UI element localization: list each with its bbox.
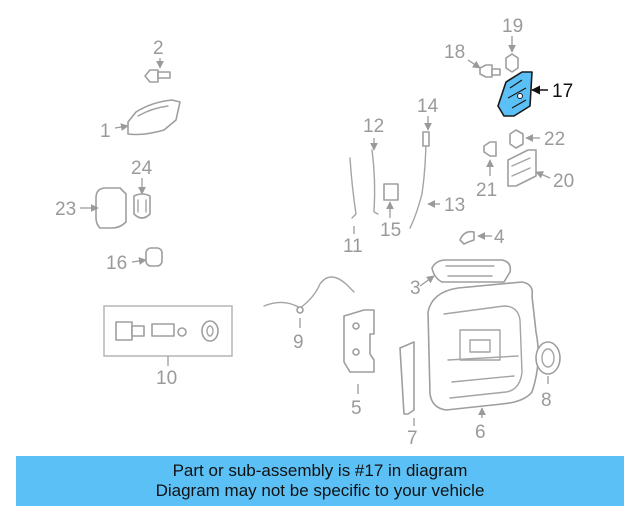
callout-24: 24 bbox=[131, 158, 153, 179]
callout-11: 11 bbox=[343, 236, 363, 257]
part-23-cover bbox=[80, 187, 127, 229]
part-6-door-module bbox=[427, 281, 540, 418]
part-4-clip bbox=[459, 230, 492, 245]
callout-10: 10 bbox=[156, 368, 177, 389]
part-21-bolt bbox=[483, 141, 497, 176]
caption-line-1: Part or sub-assembly is #17 in diagram bbox=[172, 461, 468, 480]
callout-17-highlighted: 17 bbox=[552, 81, 573, 102]
part-1-handle bbox=[114, 99, 181, 136]
part-22-nut bbox=[509, 129, 540, 149]
callout-15: 15 bbox=[380, 220, 401, 241]
part-12-rod bbox=[370, 138, 379, 215]
callout-7: 7 bbox=[407, 428, 418, 449]
part-8-grommet bbox=[535, 341, 561, 384]
part-2-screw bbox=[144, 58, 171, 83]
callout-8: 8 bbox=[541, 390, 552, 411]
part-10-lock-cylinder-kit bbox=[103, 305, 233, 366]
callout-4: 4 bbox=[494, 227, 505, 248]
part-5-latch bbox=[343, 309, 375, 394]
callout-2: 2 bbox=[153, 38, 164, 59]
callout-18: 18 bbox=[444, 42, 465, 63]
part-20-hinge bbox=[507, 149, 551, 187]
part-3-inside-handle bbox=[419, 259, 512, 287]
callout-21: 21 bbox=[476, 180, 497, 201]
part-7-channel bbox=[399, 341, 415, 426]
caption-line-2: Diagram may not be specific to your vehi… bbox=[155, 481, 485, 500]
part-16-grommet bbox=[131, 247, 163, 267]
caption-banner: Part or sub-assembly is #17 in diagram D… bbox=[16, 456, 624, 506]
callout-22: 22 bbox=[544, 129, 565, 150]
callout-5: 5 bbox=[351, 398, 362, 419]
callout-19: 19 bbox=[502, 16, 523, 37]
part-24-clip bbox=[133, 178, 151, 219]
part-15-clip bbox=[383, 183, 399, 218]
part-19-nut bbox=[505, 36, 519, 73]
callout-13: 13 bbox=[444, 195, 465, 216]
callout-1: 1 bbox=[100, 121, 111, 142]
part-9-cable bbox=[263, 276, 355, 328]
callout-9: 9 bbox=[293, 332, 304, 353]
part-18-bolt bbox=[467, 59, 501, 78]
callout-3: 3 bbox=[410, 278, 421, 299]
callout-16: 16 bbox=[106, 253, 127, 274]
callout-20: 20 bbox=[553, 171, 574, 192]
part-17-hinge-highlighted bbox=[497, 71, 548, 117]
callout-23: 23 bbox=[55, 199, 76, 220]
callout-6: 6 bbox=[475, 422, 486, 443]
part-11-rod bbox=[349, 157, 357, 234]
callout-12: 12 bbox=[363, 116, 384, 137]
part-14-cable bbox=[409, 116, 432, 229]
callout-14: 14 bbox=[417, 96, 439, 117]
